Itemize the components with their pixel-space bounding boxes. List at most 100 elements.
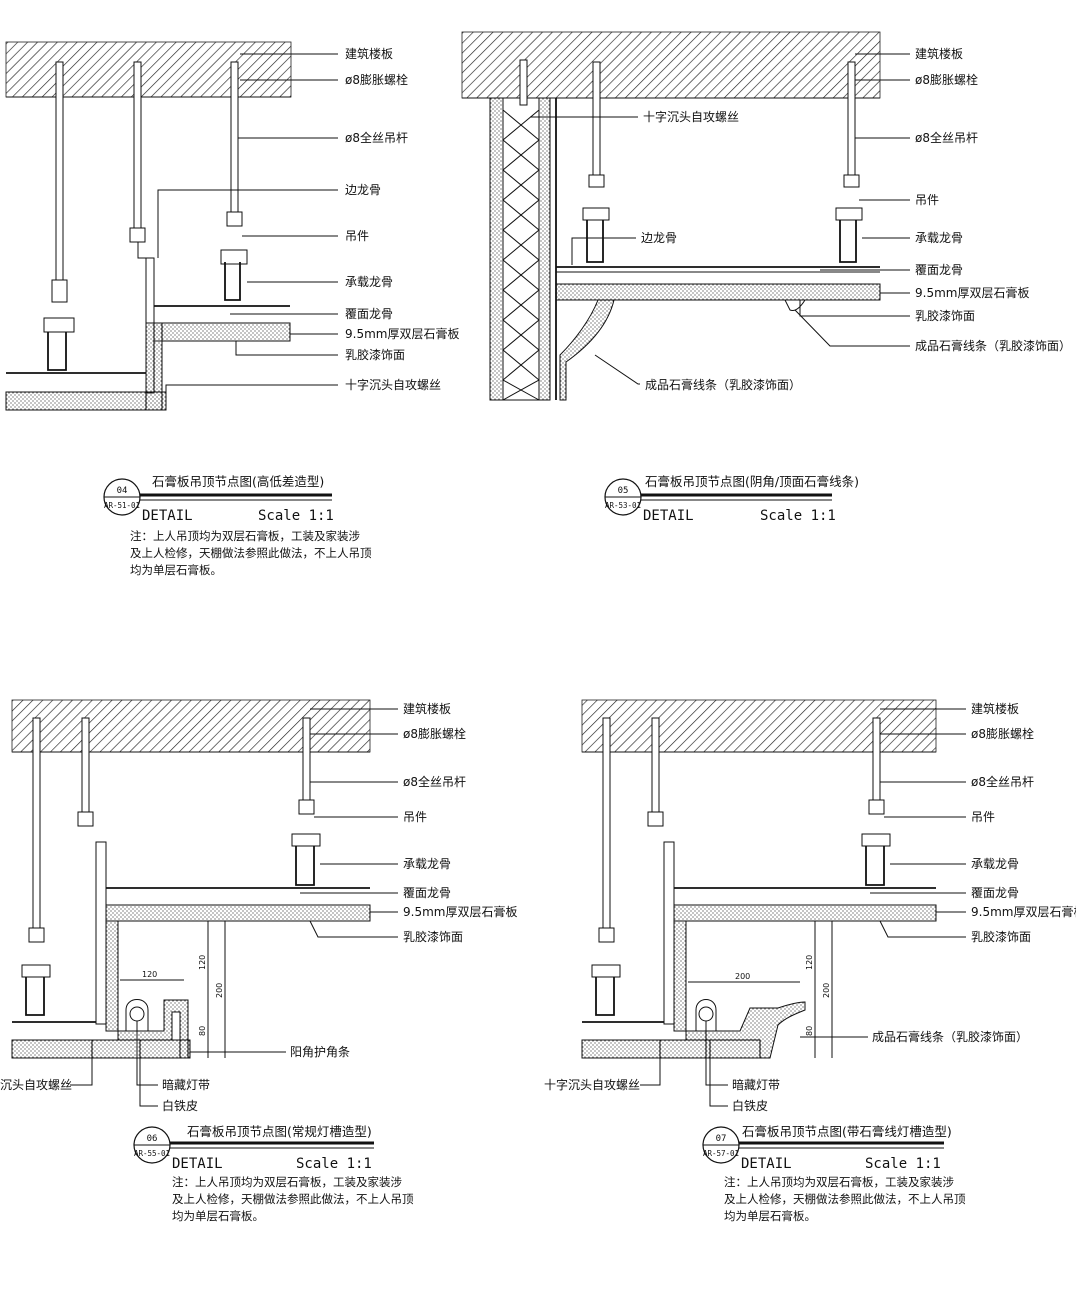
svg-text:120: 120 bbox=[198, 955, 207, 970]
dims-06: 120 120 200 80 bbox=[120, 921, 226, 1058]
svg-text:建筑楼板: 建筑楼板 bbox=[971, 701, 1019, 716]
svg-text:ø8全丝吊杆: ø8全丝吊杆 bbox=[403, 774, 466, 789]
slab-04 bbox=[5, 41, 292, 98]
svg-text:9.5mm厚双层石膏板: 9.5mm厚双层石膏板 bbox=[915, 285, 1029, 300]
svg-text:均为单层石膏板。: 均为单层石膏板。 bbox=[724, 1209, 816, 1223]
svg-text:覆面龙骨: 覆面龙骨 bbox=[971, 886, 1019, 900]
label-hanger: 吊件 bbox=[345, 229, 369, 243]
leaders-04 bbox=[157, 53, 338, 392]
label-expansion-bolt: ø8膨胀螺栓 bbox=[345, 72, 408, 87]
svg-text:80: 80 bbox=[805, 1026, 814, 1036]
svg-text:DETAIL: DETAIL bbox=[741, 1156, 792, 1172]
bubble-number-04: 04 bbox=[117, 486, 128, 496]
svg-text:阳角护角条: 阳角护角条 bbox=[290, 1045, 350, 1059]
svg-text:白铁皮: 白铁皮 bbox=[162, 1098, 198, 1113]
svg-text:建筑楼板: 建筑楼板 bbox=[403, 701, 451, 716]
leaders-05 bbox=[530, 53, 910, 385]
title-05: 石膏板吊顶节点图(阴角/顶面石膏线条) bbox=[645, 474, 859, 489]
svg-text:吊件: 吊件 bbox=[915, 193, 939, 207]
svg-text:ø8膨胀螺栓: ø8膨胀螺栓 bbox=[915, 72, 978, 87]
svg-text:80: 80 bbox=[198, 1026, 207, 1036]
svg-text:9.5mm厚双层石膏板: 9.5mm厚双层石膏板 bbox=[403, 904, 517, 919]
svg-text:承载龙骨: 承载龙骨 bbox=[915, 231, 963, 245]
label-edge-keel: 边龙骨 bbox=[345, 183, 381, 197]
svg-text:ø8膨胀螺栓: ø8膨胀螺栓 bbox=[971, 726, 1034, 741]
label-gypsum-board: 9.5mm厚双层石膏板 bbox=[345, 326, 459, 341]
svg-text:ø8膨胀螺栓: ø8膨胀螺栓 bbox=[403, 726, 466, 741]
svg-text:乳胶漆饰面: 乳胶漆饰面 bbox=[971, 929, 1031, 944]
svg-text:成品石膏线条（乳胶漆饰面）: 成品石膏线条（乳胶漆饰面） bbox=[915, 338, 1071, 353]
svg-text:均为单层石膏板。: 均为单层石膏板。 bbox=[172, 1209, 264, 1223]
slab-06 bbox=[11, 699, 371, 753]
slab-05 bbox=[461, 31, 881, 99]
svg-text:ø8全丝吊杆: ø8全丝吊杆 bbox=[915, 130, 978, 145]
svg-text:200: 200 bbox=[215, 983, 224, 998]
svg-text:沉头自攻螺丝: 沉头自攻螺丝 bbox=[0, 1078, 72, 1092]
svg-text:吊件: 吊件 bbox=[403, 810, 427, 824]
label-latex-paint: 乳胶漆饰面 bbox=[345, 347, 405, 362]
svg-text:及上人检修，天棚做法参照此做法，不上人吊顶: 及上人检修，天棚做法参照此做法，不上人吊顶 bbox=[724, 1192, 966, 1206]
title-block-06: 06 AR-55-01 石膏板吊顶节点图(常规灯槽造型) DETAIL Scal… bbox=[133, 1124, 414, 1223]
svg-text:Scale 1:1: Scale 1:1 bbox=[760, 508, 836, 524]
leaders-06 bbox=[70, 708, 398, 1107]
leaders-07 bbox=[640, 708, 966, 1107]
title-block-07: 07 AR-57-01 石膏板吊顶节点图(带石膏线灯槽造型) DETAIL Sc… bbox=[702, 1124, 966, 1223]
bubble-ref-04: AR-51-01 bbox=[104, 501, 140, 510]
title-block-05: 05 AR-53-01 石膏板吊顶节点图(阴角/顶面石膏线条) DETAIL S… bbox=[604, 474, 859, 524]
svg-text:及上人检修，天棚做法参照此做法，不上人吊顶: 及上人检修，天棚做法参照此做法，不上人吊顶 bbox=[172, 1192, 414, 1206]
svg-text:Scale 1:1: Scale 1:1 bbox=[865, 1156, 941, 1172]
label-screw: 十字沉头自攻螺丝 bbox=[345, 377, 441, 392]
svg-text:9.5mm厚双层石膏板: 9.5mm厚双层石膏板 bbox=[971, 904, 1076, 919]
svg-text:白铁皮: 白铁皮 bbox=[732, 1098, 768, 1113]
svg-text:05: 05 bbox=[618, 486, 629, 496]
cornice-05 bbox=[559, 299, 615, 401]
title-07: 石膏板吊顶节点图(带石膏线灯槽造型) bbox=[742, 1124, 952, 1139]
svg-text:ø8全丝吊杆: ø8全丝吊杆 bbox=[971, 774, 1034, 789]
svg-text:乳胶漆饰面: 乳胶漆饰面 bbox=[915, 308, 975, 323]
svg-text:成品石膏线条（乳胶漆饰面）: 成品石膏线条（乳胶漆饰面） bbox=[645, 377, 801, 392]
labels-07: 建筑楼板 ø8膨胀螺栓 ø8全丝吊杆 吊件 承载龙骨 覆面龙骨 9.5mm厚双层… bbox=[544, 701, 1076, 1113]
labels-06: 建筑楼板 ø8膨胀螺栓 ø8全丝吊杆 吊件 承载龙骨 覆面龙骨 9.5mm厚双层… bbox=[0, 701, 517, 1113]
detail-label-04: DETAIL bbox=[142, 508, 193, 524]
title-06: 石膏板吊顶节点图(常规灯槽造型) bbox=[187, 1124, 372, 1139]
svg-text:暗藏灯带: 暗藏灯带 bbox=[162, 1077, 210, 1092]
labels-05: 建筑楼板 ø8膨胀螺栓 十字沉头自攻螺丝 ø8全丝吊杆 吊件 边龙骨 承载龙骨 … bbox=[641, 46, 1071, 392]
svg-text:200: 200 bbox=[822, 983, 831, 998]
svg-text:AR-53-01: AR-53-01 bbox=[605, 501, 641, 510]
svg-text:120: 120 bbox=[142, 970, 157, 979]
svg-text:十字沉头自攻螺丝: 十字沉头自攻螺丝 bbox=[643, 109, 739, 124]
svg-text:Scale 1:1: Scale 1:1 bbox=[296, 1156, 372, 1172]
svg-text:边龙骨: 边龙骨 bbox=[641, 231, 677, 245]
svg-text:06: 06 bbox=[147, 1134, 158, 1144]
svg-text:AR-55-01: AR-55-01 bbox=[134, 1149, 170, 1158]
slab-07 bbox=[581, 699, 937, 753]
svg-text:注：上人吊顶均为双层石膏板，工装及家装涉: 注：上人吊顶均为双层石膏板，工装及家装涉 bbox=[172, 1175, 402, 1189]
svg-text:暗藏灯带: 暗藏灯带 bbox=[732, 1077, 780, 1092]
detail-06-drawing: 120 120 200 80 建筑楼板 ø8膨胀螺栓 ø8全丝吊杆 吊件 bbox=[0, 699, 517, 1113]
title-block-04: 04 AR-51-01 石膏板吊顶节点图(高低差造型) DETAIL Scale… bbox=[103, 474, 372, 577]
scale-04: Scale 1:1 bbox=[258, 508, 334, 524]
svg-text:AR-57-01: AR-57-01 bbox=[703, 1149, 739, 1158]
note-04-line1: 注：上人吊顶均为双层石膏板，工装及家装涉 bbox=[130, 529, 360, 543]
svg-text:200: 200 bbox=[735, 972, 750, 981]
dims-07: 200 120 200 80 bbox=[688, 921, 833, 1058]
detail-04-drawing: 建筑楼板 ø8膨胀螺栓 ø8全丝吊杆 边龙骨 吊件 承载龙骨 覆面龙骨 9.5m… bbox=[5, 41, 459, 411]
svg-text:吊件: 吊件 bbox=[971, 810, 995, 824]
note-04-line2: 及上人检修，天棚做法参照此做法，不上人吊顶 bbox=[130, 546, 372, 560]
svg-text:十字沉头自攻螺丝: 十字沉头自攻螺丝 bbox=[544, 1077, 640, 1092]
hanger-rods-04 bbox=[43, 61, 248, 371]
svg-text:120: 120 bbox=[805, 955, 814, 970]
label-building-slab: 建筑楼板 bbox=[345, 46, 393, 61]
svg-text:成品石膏线条（乳胶漆饰面）: 成品石膏线条（乳胶漆饰面） bbox=[872, 1029, 1028, 1044]
svg-text:07: 07 bbox=[716, 1134, 727, 1144]
svg-text:承载龙骨: 承载龙骨 bbox=[403, 857, 451, 871]
svg-text:承载龙骨: 承载龙骨 bbox=[971, 857, 1019, 871]
svg-text:DETAIL: DETAIL bbox=[172, 1156, 223, 1172]
detail-05-drawing: 建筑楼板 ø8膨胀螺栓 十字沉头自攻螺丝 ø8全丝吊杆 吊件 边龙骨 承载龙骨 … bbox=[461, 31, 1071, 401]
svg-text:注：上人吊顶均为双层石膏板，工装及家装涉: 注：上人吊顶均为双层石膏板，工装及家装涉 bbox=[724, 1175, 954, 1189]
detail-07-drawing: 200 120 200 80 建筑楼板 ø8膨胀螺栓 ø8全丝吊杆 吊件 bbox=[544, 699, 1076, 1113]
note-04-line3: 均为单层石膏板。 bbox=[130, 563, 222, 577]
svg-text:建筑楼板: 建筑楼板 bbox=[915, 46, 963, 61]
labels-04: 建筑楼板 ø8膨胀螺栓 ø8全丝吊杆 边龙骨 吊件 承载龙骨 覆面龙骨 9.5m… bbox=[345, 46, 459, 392]
